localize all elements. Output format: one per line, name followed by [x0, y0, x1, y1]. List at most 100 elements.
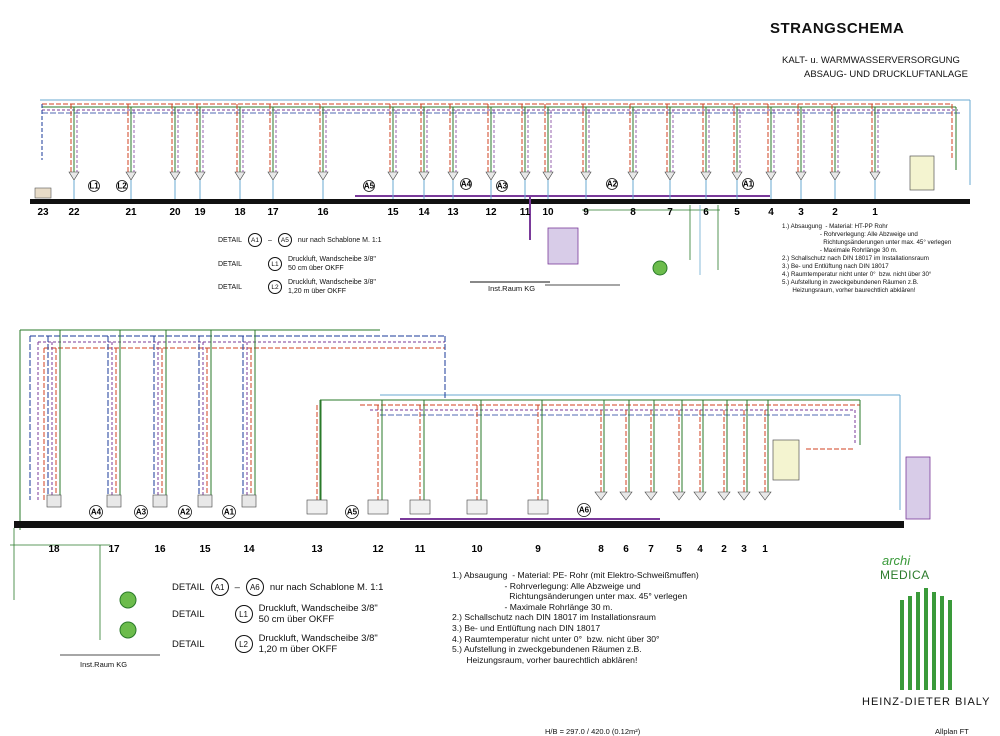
riser-number: 16	[154, 544, 166, 555]
riser-number: 6	[703, 207, 709, 218]
riser-number: 8	[630, 207, 636, 218]
detail-label: DETAIL	[218, 236, 242, 244]
outlet-box	[106, 494, 122, 508]
detail-line: 1,20 m über OKFF	[258, 644, 338, 655]
detail-callout-circle	[134, 505, 148, 519]
tap-fitting	[758, 491, 772, 501]
drawing-subtitle-suction: ABSAUG- UND DRUCKLUFTANLAGE	[804, 69, 968, 80]
tap-fitting	[194, 171, 206, 181]
riser-number: 21	[125, 207, 137, 218]
detail-callout-label: A1	[743, 180, 754, 189]
detail-line: Druckluft, Wandscheibe 3/8"	[258, 603, 378, 614]
sink-unit	[367, 499, 389, 515]
detail-callout-label: L2	[117, 182, 127, 191]
detail-callout-label: A5	[347, 508, 358, 517]
riser-number: 12	[485, 207, 497, 218]
detail-callout-circle	[89, 505, 103, 519]
detail-callout-label: L1	[89, 182, 99, 191]
tap-fitting	[485, 171, 497, 181]
detail-badge-end: A5	[277, 233, 292, 247]
architect-name: HEINZ-DIETER BIALY	[862, 696, 991, 708]
tap-fitting	[619, 491, 633, 501]
detail-badge-start: A1	[210, 578, 229, 596]
top-room-label: Inst.Raum KG	[488, 284, 536, 293]
detail-line: Druckluft, Wandscheibe 3/8"	[288, 279, 376, 286]
riser-number: 6	[623, 544, 629, 555]
detail-badge-l2: L2	[234, 635, 253, 653]
detail-callout-circle	[496, 180, 508, 192]
tap-fitting	[627, 171, 639, 181]
tap-fitting	[317, 171, 329, 181]
tap-fitting	[869, 171, 881, 181]
detail-line: 50 cm über OKFF	[288, 265, 344, 272]
detail-callout-label: A3	[497, 182, 508, 191]
detail-line: 1,20 m über OKFF	[288, 288, 346, 295]
logo-archi-text: archi	[882, 553, 911, 568]
riser-number: 9	[583, 207, 589, 218]
logo-bar	[924, 588, 928, 690]
detail-badge-start: A1	[248, 233, 262, 247]
top-detail-a: DETAIL A1 – A5 nur nach Schablone M. 1:1	[218, 233, 382, 247]
riser-number: 10	[542, 207, 554, 218]
logo-bar	[900, 600, 904, 690]
tap-fitting	[765, 171, 777, 181]
detail-text: nur nach Schablone M. 1:1	[269, 581, 384, 593]
detail-callout-circle	[742, 178, 754, 190]
riser-number: 7	[648, 544, 654, 555]
tap-fitting	[700, 171, 712, 181]
detail-line: Druckluft, Wandscheibe 3/8"	[288, 256, 376, 263]
tap-fitting	[795, 171, 807, 181]
logo-medica-text: MEDICA	[880, 568, 930, 582]
logo-bar	[948, 600, 952, 690]
logo-bar	[908, 596, 912, 690]
floor-unit	[34, 187, 52, 199]
detail-label: DETAIL	[172, 638, 205, 650]
detail-callout-circle	[116, 180, 128, 192]
tap-fitting	[737, 491, 751, 501]
detail-callout-circle	[222, 505, 236, 519]
riser-number: 19	[194, 207, 206, 218]
riser-number: 17	[108, 544, 120, 555]
top-detail-l1: DETAIL L1 Druckluft, Wandscheibe 3/8" 50…	[218, 255, 376, 273]
detail-label: DETAIL	[172, 581, 205, 593]
detail-callout-label: A4	[91, 508, 102, 517]
detail-callout-label: A6	[579, 506, 590, 515]
logo-bar	[916, 592, 920, 690]
tap-fitting	[519, 171, 531, 181]
top-detail-l2: DETAIL L2 Druckluft, Wandscheibe 3/8" 1,…	[218, 278, 376, 296]
riser-number: 1	[762, 544, 768, 555]
riser-number: 13	[311, 544, 323, 555]
riser-number: 23	[37, 207, 49, 218]
detail-label: DETAIL	[172, 608, 205, 620]
detail-callout-label: A1	[224, 508, 235, 517]
riser-number: 2	[832, 207, 838, 218]
detail-callout-circle	[606, 178, 618, 190]
tap-fitting	[594, 491, 608, 501]
riser-number: 22	[68, 207, 80, 218]
riser-number: 7	[667, 207, 673, 218]
detail-callout-circle	[363, 180, 375, 192]
tap-fitting	[693, 491, 707, 501]
sink-unit	[306, 499, 328, 515]
riser-number: 3	[798, 207, 804, 218]
riser-number: 1	[872, 207, 878, 218]
tap-fitting	[580, 171, 592, 181]
detail-label: DETAIL	[218, 260, 242, 268]
detail-callout-label: A2	[607, 180, 618, 189]
riser-number: 17	[267, 207, 279, 218]
riser-number: 18	[48, 544, 60, 555]
tap-fitting	[418, 171, 430, 181]
riser-number: 11	[415, 544, 426, 555]
riser-number: 3	[741, 544, 747, 555]
riser-number: 13	[447, 207, 459, 218]
detail-line: Druckluft, Wandscheibe 3/8"	[258, 633, 378, 644]
detail-badge-l2: L2	[268, 280, 282, 294]
detail-label: DETAIL	[218, 283, 242, 291]
riser-number: 9	[535, 544, 541, 555]
detail-callout-circle	[345, 505, 359, 519]
tap-fitting	[387, 171, 399, 181]
detail-callout-label: A2	[180, 508, 191, 517]
riser-number: 16	[317, 207, 329, 218]
detail-callout-circle	[577, 503, 591, 517]
detail-callout-label: A5	[364, 182, 375, 191]
